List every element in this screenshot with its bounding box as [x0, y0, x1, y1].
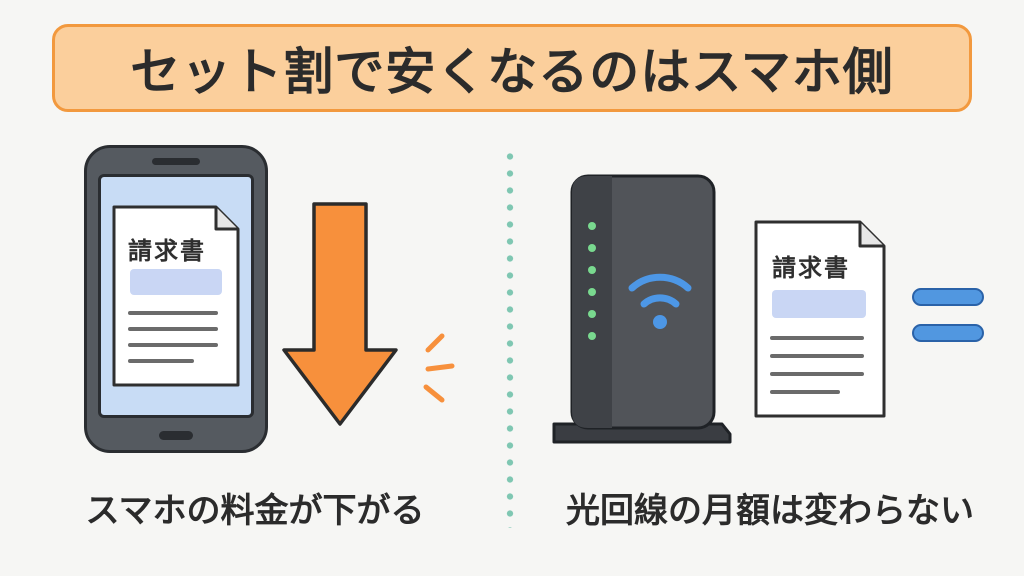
dotted-divider — [504, 148, 516, 528]
invoice-document-icon: 請求書 — [754, 220, 886, 418]
arrow-down-icon — [282, 202, 398, 426]
caption-left: スマホの料金が下がる — [85, 490, 425, 531]
wifi-router-icon — [552, 174, 732, 444]
phone-home-button — [159, 431, 193, 440]
equals-bar-top — [912, 288, 984, 306]
invoice-sheet-left — [112, 205, 240, 387]
title-banner: セット割で安くなるのはスマホ側 — [52, 24, 972, 112]
invoice-sheet-right — [754, 220, 886, 418]
equals-icon — [912, 288, 984, 346]
invoice-title-right: 請求書 — [772, 254, 850, 282]
invoice-document-icon: 請求書 — [112, 205, 240, 387]
caption-right: 光回線の月額は変わらない — [566, 490, 974, 531]
phone-speaker — [152, 158, 200, 165]
invoice-title-left: 請求書 — [128, 237, 206, 265]
banner-title: セット割で安くなるのはスマホ側 — [130, 43, 894, 101]
emphasis-marks-icon — [423, 333, 455, 403]
equals-bar-bottom — [912, 324, 984, 342]
